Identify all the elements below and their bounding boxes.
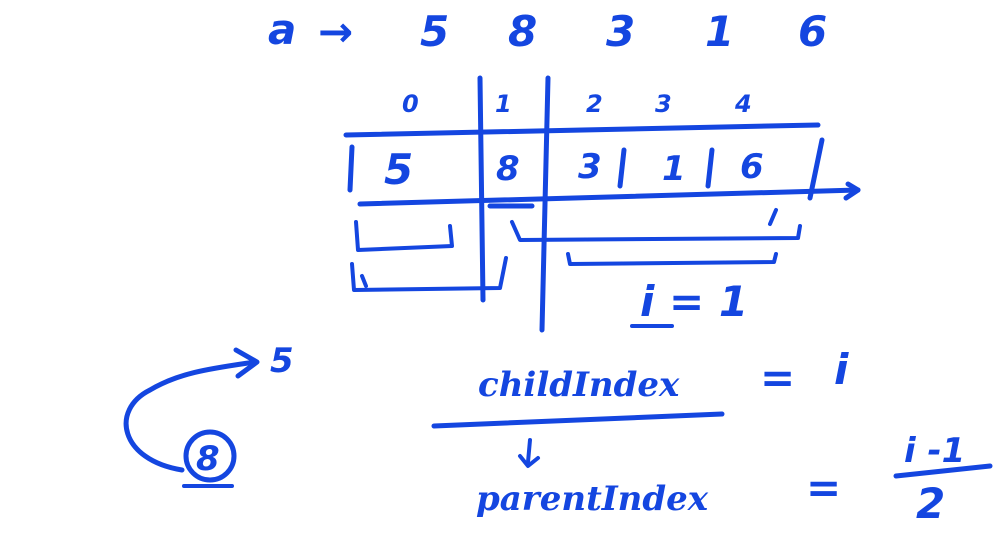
index-label-4: 4	[734, 90, 752, 118]
bracket-right-tick	[768, 208, 778, 226]
array-box-right-edge	[807, 137, 825, 201]
curved-arrow	[123, 359, 258, 473]
bracket-right-1	[510, 220, 802, 242]
bracket-left-2-tick	[360, 274, 368, 288]
child-equals: =	[760, 353, 795, 402]
cell-value-1: 8	[496, 149, 520, 189]
cell-value-0: 5	[384, 145, 413, 194]
derive-arrow	[526, 438, 532, 464]
cell-value-2: 3	[578, 147, 602, 187]
bracket-right-2	[566, 252, 778, 266]
child-i: i	[834, 345, 849, 394]
child-underline	[431, 411, 725, 429]
array-value-2: 3	[606, 7, 635, 56]
demo-top-value: 5	[270, 341, 294, 381]
bracket-left-1	[354, 220, 454, 252]
derive-arrow-head	[518, 454, 540, 468]
array-value-3: 1	[705, 7, 734, 56]
bracket-left-2	[350, 256, 508, 292]
array-box-left-edge	[347, 144, 355, 193]
index-label-1: 1	[495, 90, 512, 118]
array-box-bottom-edge	[357, 187, 861, 207]
array-var: a	[268, 5, 296, 54]
array-value-1: 8	[508, 7, 537, 56]
array-value-0: 5	[420, 7, 449, 56]
circled-node	[183, 429, 237, 483]
parent-index-label: parentIndex	[476, 479, 709, 519]
array-box-arrowhead	[843, 181, 861, 201]
fraction-numerator: i -1	[904, 431, 965, 471]
array-box-top-edge	[343, 122, 821, 138]
index-label-3: 3	[655, 90, 672, 118]
fraction-denominator: 2	[916, 479, 945, 528]
cell-divider-1	[617, 147, 627, 189]
index-label-2: 2	[586, 90, 603, 118]
array-value-4: 6	[798, 7, 827, 56]
index-label-0: 0	[402, 90, 419, 118]
i-equals-label: i = 1	[640, 277, 748, 326]
partition-line-1	[477, 75, 486, 303]
partition-line-2	[539, 75, 551, 333]
fraction-bar	[893, 463, 993, 479]
cell-value-3: 1	[662, 149, 686, 189]
array-arrow: →	[318, 7, 353, 56]
circled-value: 8	[196, 439, 220, 479]
cell-divider-2	[705, 147, 715, 189]
parent-equals: =	[806, 463, 841, 512]
child-index-label: childIndex	[478, 365, 680, 405]
curved-arrow-head	[233, 347, 260, 379]
cell-value-4: 6	[740, 147, 764, 187]
